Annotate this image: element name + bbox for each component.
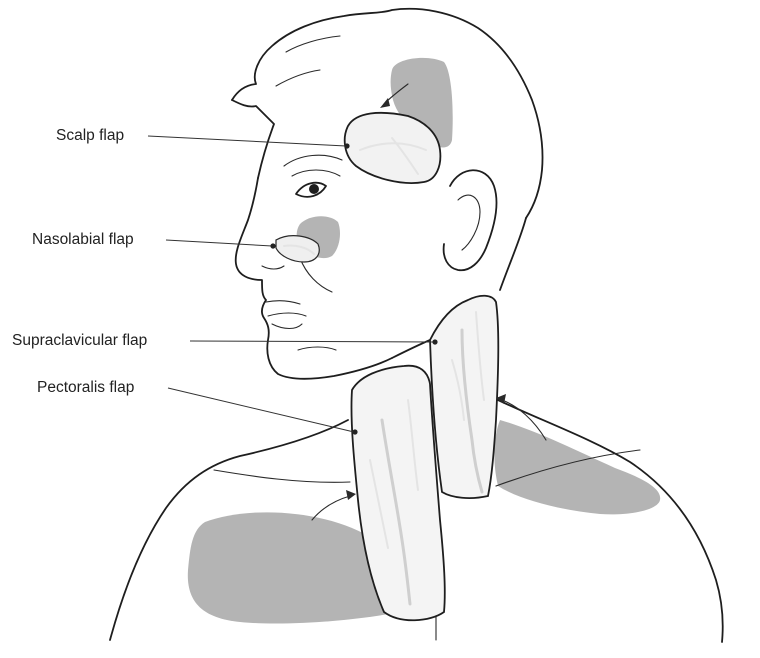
brow-crease-line: [292, 170, 340, 176]
upper-lip-line: [266, 301, 300, 304]
pectoralis-flap-leader: [168, 388, 354, 432]
cheek-line: [300, 258, 332, 292]
clavicle-line: [214, 470, 350, 482]
nasolabial-flap-shape: [276, 236, 319, 262]
eyebrow-line: [284, 155, 342, 166]
nasolabial-flap-label: Nasolabial flap: [32, 231, 134, 249]
eye-iris: [309, 184, 319, 194]
scalp-flap-label: Scalp flap: [56, 127, 124, 145]
hair-part-line: [276, 70, 320, 86]
supraclavicular-flap-label: Supraclavicular flap: [12, 332, 147, 350]
supraclavicular-flap-shape: [430, 296, 498, 498]
chin-line: [298, 347, 336, 350]
ear-inner-line: [458, 195, 480, 250]
jaw-line: [392, 340, 430, 358]
pectoralis-flap-arrow: [312, 496, 350, 520]
lower-lip-line: [272, 324, 302, 329]
nostril-line: [262, 266, 284, 269]
scalp-flap-leader: [148, 136, 346, 146]
neck-back-outline: [500, 218, 526, 290]
ear-outline: [444, 170, 497, 270]
pectoralis-flap-arrowhead: [346, 490, 356, 500]
nasolabial-flap-leader: [166, 240, 272, 246]
face-profile-outline: [236, 178, 392, 379]
supraclavicular-flap-leader: [190, 341, 434, 342]
mouth-line: [268, 313, 306, 316]
hair-strand-line: [286, 36, 340, 52]
pectoralis-flap-label: Pectoralis flap: [37, 379, 134, 397]
supraclavicular-donor-site: [494, 420, 660, 514]
hair-fringe-line: [232, 100, 274, 178]
